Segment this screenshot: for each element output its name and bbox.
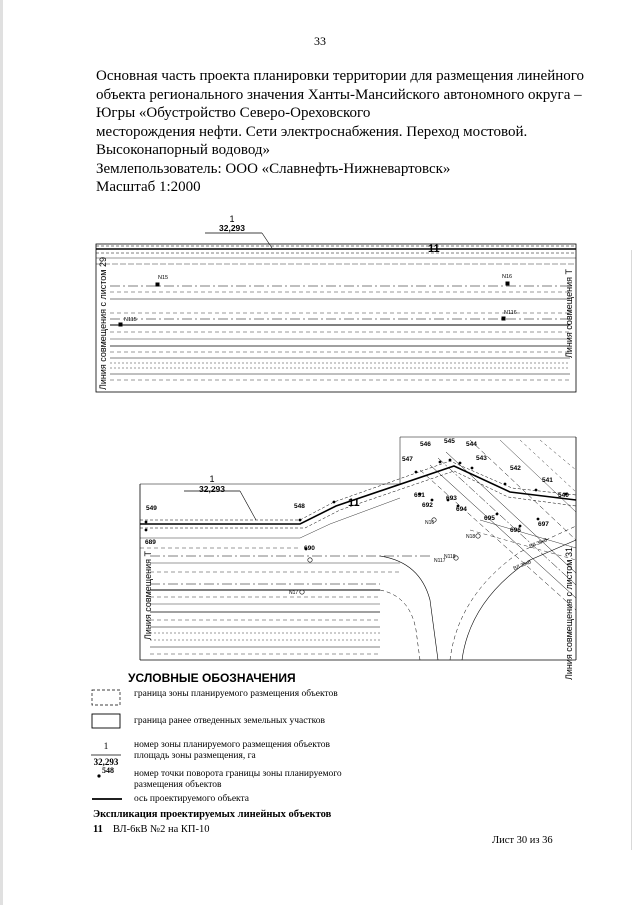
scale-line: Масштаб 1:2000 [96,179,201,195]
point-label: N118 [444,554,456,560]
scan-edge-left [0,0,3,905]
point-label: 690 [304,545,315,552]
legend-text-solid-box: граница ранее отведенных земельных участ… [134,716,325,726]
legend-text-dashed-box: граница зоны планируемого размещения объ… [134,689,338,699]
sheet-label: Лист 30 из 36 [492,835,553,846]
bottom-map-text: 1 32,293 11 549 548 547 546 545 544 543 … [143,438,574,680]
side-label-left-top: Линия совмещения с листом 29 [98,257,108,390]
title-line: Югры «Обустройство Северо-Ореховского [96,105,371,121]
side-label-left-bottom: Линия совмещения Т [143,551,153,640]
point-label: 692 [422,502,433,509]
document-title: Основная часть проекта планировки террит… [96,67,585,197]
explication-text: ВЛ-6кВ №2 на КП-10 [112,824,210,835]
point-label: N16 [502,274,512,280]
legend-symbols [91,689,122,800]
side-label-right-bottom: Линия совмещения с листом 31 [564,547,574,680]
point-label: N16 [425,520,434,526]
legend-zone-area: 32,293 [93,757,119,767]
legend-title: УСЛОВНЫЕ ОБОЗНАЧЕНИЯ [128,671,296,685]
top-map-text: 1 32,293 11 N15 N16 N115 N116 Линия совм… [98,214,574,390]
point-label: N117 [434,558,446,564]
object-label-top: 11 [428,243,440,255]
point-label: 548 [294,503,305,510]
solid-box-symbol [91,713,121,729]
explication-row: 11 ВЛ-6кВ №2 на КП-10 [93,824,210,835]
explication-num: 11 [93,824,103,835]
title-line: Основная часть проекта планировки террит… [96,68,585,84]
explication-title: Экспликация проектируемых линейных объек… [93,809,332,820]
page-number: 33 [314,34,326,48]
legend-text-zone-number: номер зоны планируемого размещения объек… [134,740,331,761]
point-label: 542 [510,465,521,472]
legend-point-num: 548 [102,766,114,775]
point-label: 689 [145,539,156,546]
land-user-line: Землепользователь: ООО «Славнефть-Нижнев… [96,160,451,177]
zone-number-bottom: 1 [209,474,214,484]
object-axis-bottom [140,465,577,525]
side-label-right-top: Линия совмещения Т [564,269,574,358]
point-label: N17 [289,590,298,596]
scan-edge-right [631,250,632,850]
zone-area-top: 32,293 [219,223,245,233]
dashed-box-symbol [91,689,121,706]
point-label: N15 [158,275,168,281]
zone-number-top: 1 [229,214,234,224]
point-label: N115 [124,317,137,323]
point-label: 549 [146,505,157,512]
top-map [95,232,577,393]
point-label: 544 [466,441,477,448]
point-label: 540 [558,492,569,499]
point-label: 696 [510,527,521,534]
bottom-map [139,436,577,661]
point-label: 541 [542,477,553,484]
zone-area-bottom: 32,293 [199,484,225,494]
object-label-bottom: 11 [348,497,360,509]
point-label: 691 [414,492,425,499]
diagonal-label: ВЛ 35кВ [529,537,550,550]
title-line: месторождения нефти. Сети электроснабжен… [96,123,528,140]
point-label: 695 [484,515,495,522]
point-label: N18 [466,534,475,540]
top-map-frame [95,243,577,393]
point-label: N116 [504,310,517,316]
legend-text-axis: ось проектируемого объекта [134,794,250,804]
point-label: 546 [420,441,431,448]
point-symbol [97,774,101,778]
point-label: 697 [538,521,549,528]
legend-zone-num: 1 [103,742,109,752]
title-line: Высоконапорный водовод» [96,142,271,158]
point-label: 693 [446,495,457,502]
point-label: 547 [402,456,413,463]
title-line: объекта регионального значения Ханты-Ман… [96,86,582,103]
point-label: 543 [476,455,487,462]
legend-text-point: номер точки поворота границы зоны планир… [134,769,342,790]
point-label: 694 [456,506,467,513]
diagonal-label: ВЛ 35кВ [513,559,534,572]
point-label: 545 [444,438,455,445]
